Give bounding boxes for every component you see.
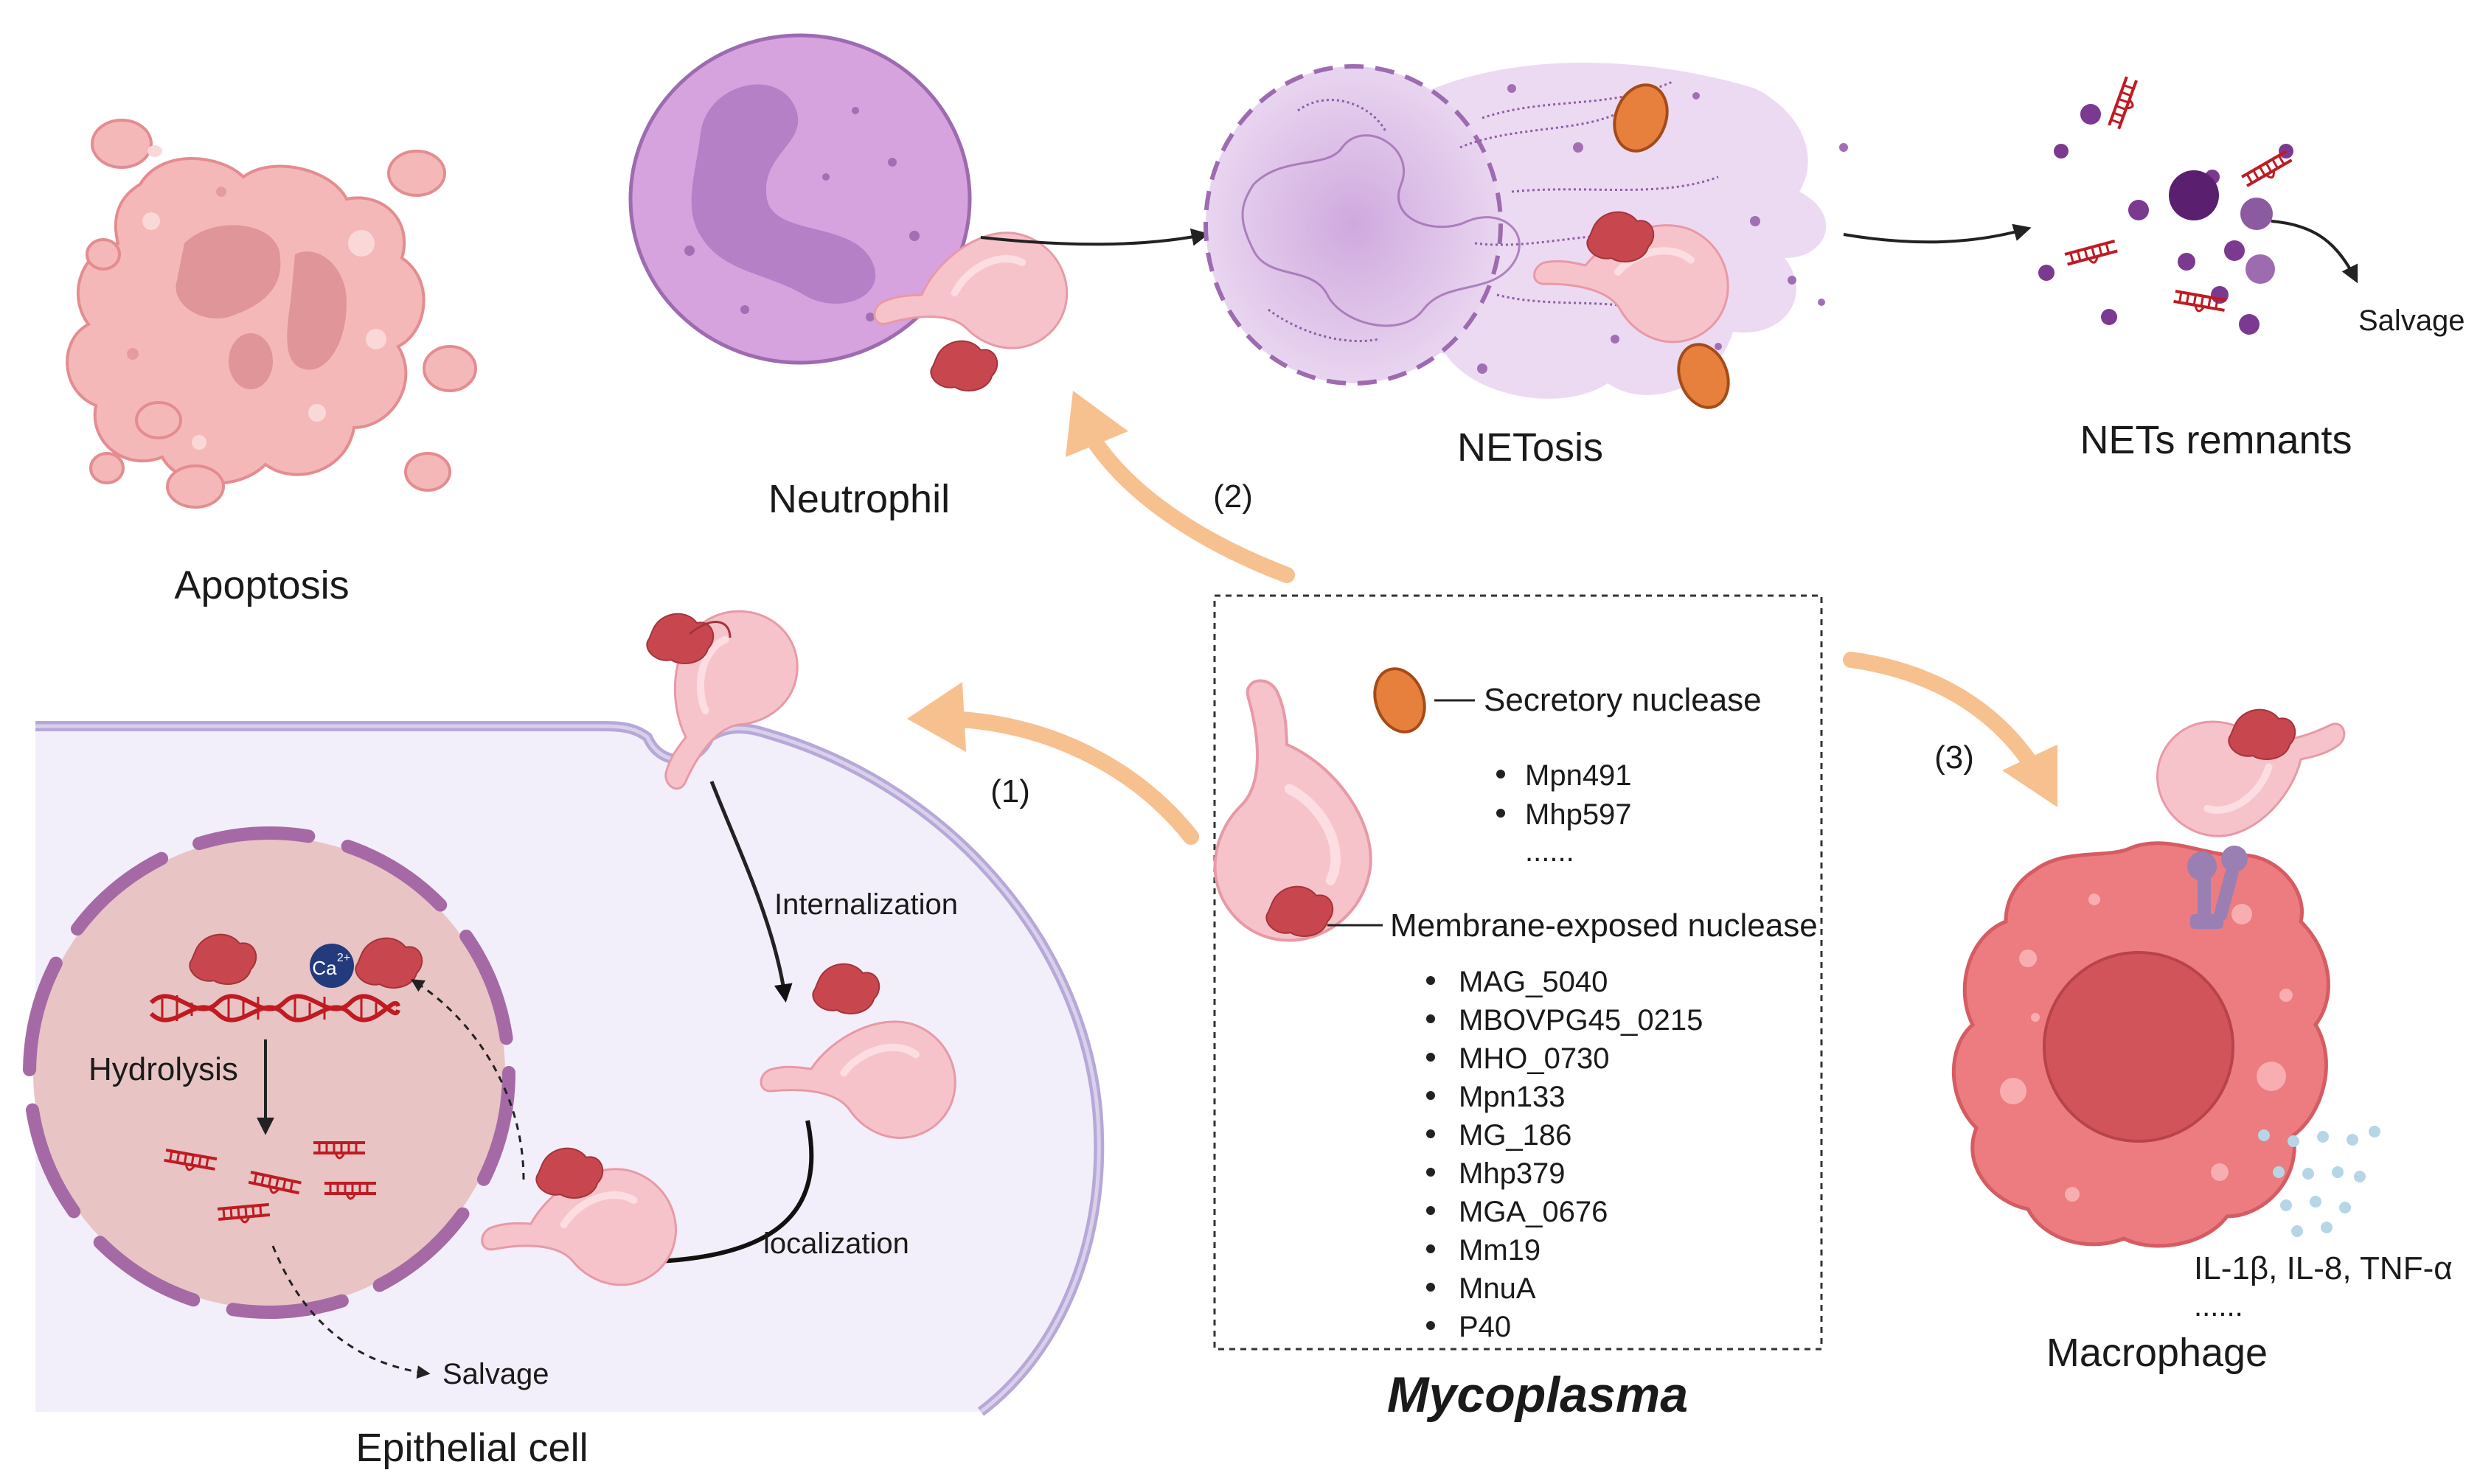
nets-remnants-label: NETs remnants: [2080, 418, 2352, 462]
dna-helix: [149, 994, 400, 1023]
step-1-label: (1): [990, 773, 1030, 809]
pathway-arrow-3: [1843, 652, 2036, 767]
netosis-cell: [1203, 63, 1848, 409]
legend-membrane-item: Mpn133: [1459, 1081, 1566, 1113]
step-2-label: (2): [1213, 478, 1253, 515]
mycoplasma-legend-box: [1213, 594, 1823, 1351]
mycoplasma-label: Mycoplasma: [1387, 1367, 1688, 1423]
pathway-arrow-1: [939, 711, 1199, 845]
legend-secretory-nuclease-icon: [1373, 667, 1426, 734]
legend-membrane-item: MBOVPG45_0215: [1459, 1004, 1703, 1037]
arrow-netosis-to-remnants: [1843, 223, 2032, 244]
arrow-neutrophil-to-netosis: [980, 228, 1209, 246]
macrophage-label: Macrophage: [2046, 1331, 2268, 1375]
cytokines-label: IL-1β, IL-8, TNF-α: [2194, 1250, 2453, 1286]
legend-secretory-more: ......: [1525, 835, 1574, 868]
legend-membrane-title: Membrane-exposed nuclease: [1390, 908, 1818, 944]
epithelial-cell-label: Epithelial cell: [355, 1426, 588, 1470]
apoptotic-cell: [66, 119, 477, 509]
legend-membrane-item: MG_186: [1459, 1119, 1571, 1152]
pathway-arrow-1-head: [907, 682, 966, 752]
neutrophil-nuclease: [930, 340, 998, 391]
localization-label: localization: [763, 1227, 909, 1260]
macrophage-nuclease: [2228, 708, 2296, 760]
legend-membrane-item: Mm19: [1459, 1234, 1541, 1267]
arrow-to-salvage-bottom: [271, 1245, 431, 1379]
legend-membrane-item: P40: [1459, 1311, 1511, 1343]
legend-membrane-item: MnuA: [1459, 1272, 1536, 1305]
pathway-arrow-3-head: [2002, 745, 2057, 807]
legend-membrane-item: MAG_5040: [1459, 966, 1608, 998]
neutrophil-cell: [628, 33, 972, 365]
legend-membrane-item: MGA_0676: [1459, 1196, 1608, 1228]
pathway-arrow-2: [1087, 434, 1295, 583]
cytokines-more-label: ......: [2194, 1290, 2243, 1323]
salvage-bottom-label: Salvage: [442, 1358, 549, 1390]
legend-secretory-item: Mhp597: [1525, 798, 1632, 831]
legend-membrane-item: MHO_0730: [1459, 1042, 1610, 1075]
legend-membrane-list: MAG_5040 MBOVPG45_0215 MHO_0730 Mpn133 M…: [1426, 966, 1703, 1343]
netosis-label: NETosis: [1457, 425, 1603, 470]
apoptosis-label: Apoptosis: [174, 563, 349, 607]
salvage-top-label: Salvage: [2358, 304, 2465, 337]
legend-membrane-item: Mhp379: [1459, 1157, 1566, 1190]
macrophage-receptor: [2187, 846, 2248, 929]
legend-secretory-title: Secretory nuclease: [1484, 682, 1762, 718]
calcium-ion-icon: [310, 944, 354, 988]
macrophage-cell: [1951, 841, 2330, 1248]
arrow-localization: [630, 1120, 814, 1273]
nets-remnants-cluster: [2038, 75, 2296, 335]
pathway-arrow-2-head: [1066, 391, 1128, 457]
hydrolysis-label: Hydrolysis: [88, 1051, 238, 1087]
cytokine-dots: [2258, 1126, 2380, 1237]
calcium-charge-label: 2+: [337, 952, 350, 964]
step-3-label: (3): [1934, 739, 1974, 776]
arrow-internalization: [709, 781, 793, 1003]
calcium-label: Ca: [312, 957, 337, 979]
neutrophil-label: Neutrophil: [768, 477, 950, 521]
legend-secretory-item: Mpn491: [1525, 759, 1632, 792]
arrow-remnants-to-salvage: [2271, 220, 2358, 284]
internalization-label: Internalization: [774, 888, 958, 921]
